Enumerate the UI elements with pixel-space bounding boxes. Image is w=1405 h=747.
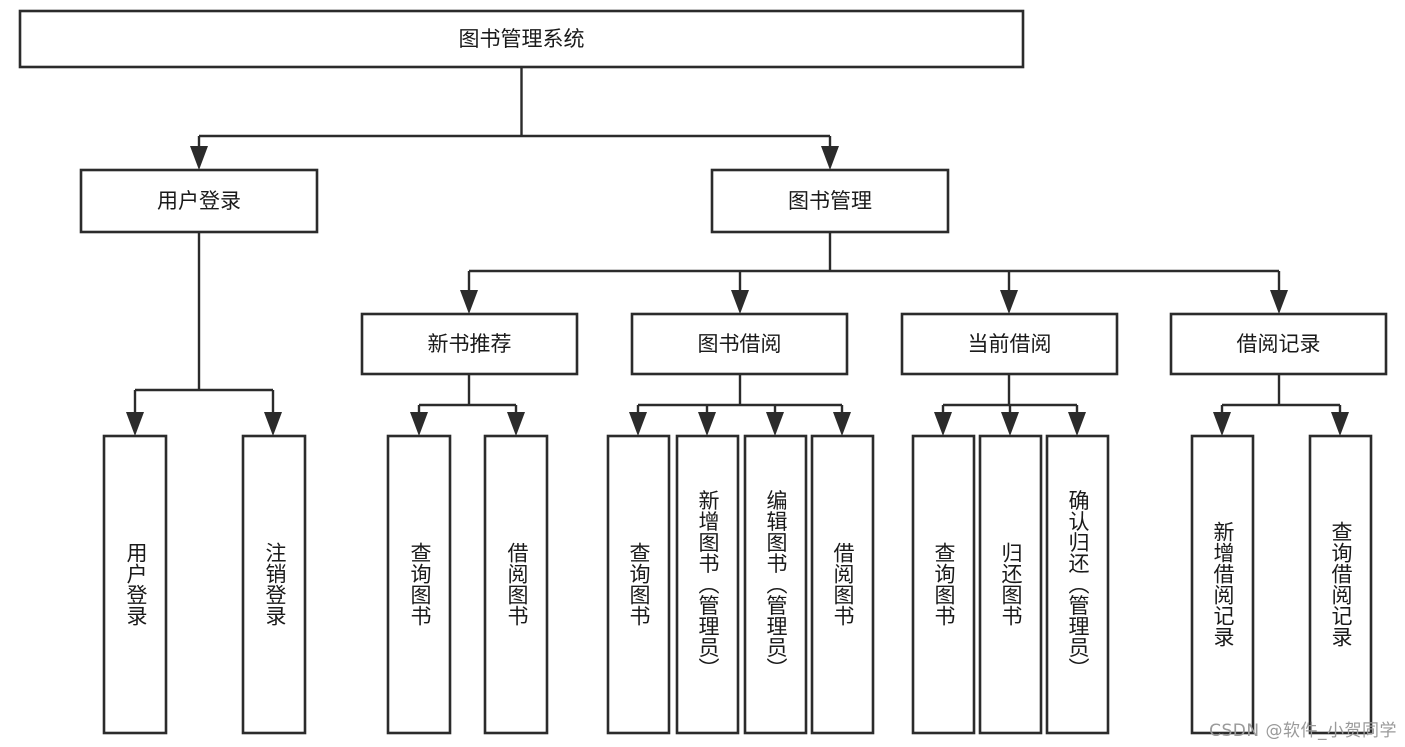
node-leaf-query-book-recommend-box[interactable] <box>386 434 452 735</box>
node-root-system[interactable]: 图书管理系统 <box>18 9 1025 69</box>
node-borrow-record-label: 借阅记录 <box>1237 332 1321 356</box>
node-leaf-edit-book-admin-box[interactable] <box>743 434 808 735</box>
arrow-head-leaf-user-login <box>126 412 144 436</box>
arrow-head-leaf-add-borrow-record <box>1213 412 1231 436</box>
arrow-head-leaf-edit-book-admin <box>766 412 784 436</box>
node-current-borrow-box[interactable] <box>900 312 1119 376</box>
node-leaf-add-borrow-record[interactable]: 新增借阅记录 <box>1190 434 1255 735</box>
node-leaf-add-book-admin[interactable]: 新增图书（管理员） <box>675 434 740 735</box>
node-leaf-logout-login-box[interactable] <box>241 434 307 735</box>
node-book-management-box[interactable] <box>710 168 950 234</box>
node-leaf-borrow-book-box[interactable] <box>810 434 875 735</box>
node-new-book-recommend[interactable]: 新书推荐 <box>360 312 579 376</box>
node-leaf-return-book-label: 归还图书 <box>999 542 1023 626</box>
connector-group-user-login <box>126 232 282 436</box>
node-book-borrow[interactable]: 图书借阅 <box>630 312 849 376</box>
arrow-head-current-borrow <box>1000 290 1018 314</box>
arrow-head-leaf-query-book-current <box>934 412 952 436</box>
node-leaf-query-borrow-record-label: 查询借阅记录 <box>1329 521 1353 647</box>
node-leaf-confirm-return-admin[interactable]: 确认归还（管理员） <box>1045 434 1110 735</box>
node-book-management[interactable]: 图书管理 <box>710 168 950 234</box>
connector-group-current-borrow <box>934 374 1086 436</box>
node-leaf-query-book-borrow-box[interactable] <box>606 434 671 735</box>
arrow-head-leaf-add-book-admin <box>698 412 716 436</box>
connector-group-root <box>190 67 839 170</box>
connector-group-borrow-record <box>1213 374 1349 436</box>
node-leaf-user-login[interactable]: 用户登录 <box>102 434 168 735</box>
node-leaf-borrow-book-recommend-label: 借阅图书 <box>505 542 529 626</box>
arrow-head-leaf-logout-login <box>264 412 282 436</box>
arrow-head-book-borrow <box>731 290 749 314</box>
node-current-borrow-label: 当前借阅 <box>968 332 1052 356</box>
node-leaf-query-book-borrow[interactable]: 查询图书 <box>606 434 671 735</box>
arrow-head-new-book-recommend <box>460 290 478 314</box>
arrow-head-borrow-record <box>1270 290 1288 314</box>
node-book-management-label: 图书管理 <box>788 189 872 213</box>
node-user-login-box[interactable] <box>79 168 319 234</box>
node-new-book-recommend-label: 新书推荐 <box>428 332 512 356</box>
node-leaf-borrow-book[interactable]: 借阅图书 <box>810 434 875 735</box>
node-borrow-record[interactable]: 借阅记录 <box>1169 312 1388 376</box>
node-borrow-record-box[interactable] <box>1169 312 1388 376</box>
arrow-head-leaf-query-borrow-record <box>1331 412 1349 436</box>
arrow-head-book-management <box>821 146 839 170</box>
node-user-login[interactable]: 用户登录 <box>79 168 319 234</box>
node-leaf-borrow-book-recommend-box[interactable] <box>483 434 549 735</box>
node-leaf-logout-login-label: 注销登录 <box>263 542 287 626</box>
arrow-head-leaf-borrow-book-recommend <box>507 412 525 436</box>
node-leaf-user-login-label: 用户登录 <box>124 542 148 626</box>
node-leaf-edit-book-admin[interactable]: 编辑图书（管理员） <box>743 434 808 735</box>
node-leaf-query-book-current[interactable]: 查询图书 <box>911 434 976 735</box>
node-root-system-box[interactable] <box>18 9 1025 69</box>
node-current-borrow[interactable]: 当前借阅 <box>900 312 1119 376</box>
node-leaf-query-borrow-record[interactable]: 查询借阅记录 <box>1308 434 1373 735</box>
node-book-borrow-box[interactable] <box>630 312 849 376</box>
arrow-head-leaf-query-book-borrow <box>629 412 647 436</box>
node-root-system-label: 图书管理系统 <box>459 27 585 51</box>
node-leaf-return-book-box[interactable] <box>978 434 1043 735</box>
connector-group-book-management <box>460 232 1288 314</box>
node-leaf-edit-book-admin-label: 编辑图书（管理员） <box>764 490 788 679</box>
arrow-head-leaf-borrow-book <box>833 412 851 436</box>
node-leaf-query-book-current-label: 查询图书 <box>932 542 956 626</box>
node-leaf-query-book-borrow-label: 查询图书 <box>627 542 651 626</box>
node-new-book-recommend-box[interactable] <box>360 312 579 376</box>
node-leaf-query-book-recommend-label: 查询图书 <box>408 542 432 626</box>
arrow-head-user-login <box>190 146 208 170</box>
node-leaf-user-login-box[interactable] <box>102 434 168 735</box>
node-leaf-query-book-recommend[interactable]: 查询图书 <box>386 434 452 735</box>
node-leaf-add-book-admin-box[interactable] <box>675 434 740 735</box>
node-user-login-label: 用户登录 <box>157 189 241 213</box>
node-book-borrow-label: 图书借阅 <box>698 332 782 356</box>
node-leaf-add-borrow-record-label: 新增借阅记录 <box>1211 521 1235 647</box>
node-leaf-query-book-current-box[interactable] <box>911 434 976 735</box>
arrow-head-leaf-confirm-return-admin <box>1068 412 1086 436</box>
connector-group-new-book-recommend <box>410 374 525 436</box>
node-leaf-confirm-return-admin-box[interactable] <box>1045 434 1110 735</box>
node-leaf-confirm-return-admin-label: 确认归还（管理员） <box>1066 490 1090 679</box>
connector-group-book-borrow <box>629 374 851 436</box>
node-leaf-logout-login[interactable]: 注销登录 <box>241 434 307 735</box>
node-leaf-borrow-book-label: 借阅图书 <box>831 542 855 626</box>
arrow-head-leaf-return-book <box>1001 412 1019 436</box>
arrow-head-leaf-query-book-recommend <box>410 412 428 436</box>
node-leaf-add-book-admin-label: 新增图书（管理员） <box>696 490 720 679</box>
node-leaf-borrow-book-recommend[interactable]: 借阅图书 <box>483 434 549 735</box>
node-leaf-query-borrow-record-box[interactable] <box>1308 434 1373 735</box>
node-leaf-return-book[interactable]: 归还图书 <box>978 434 1043 735</box>
node-leaf-add-borrow-record-box[interactable] <box>1190 434 1255 735</box>
